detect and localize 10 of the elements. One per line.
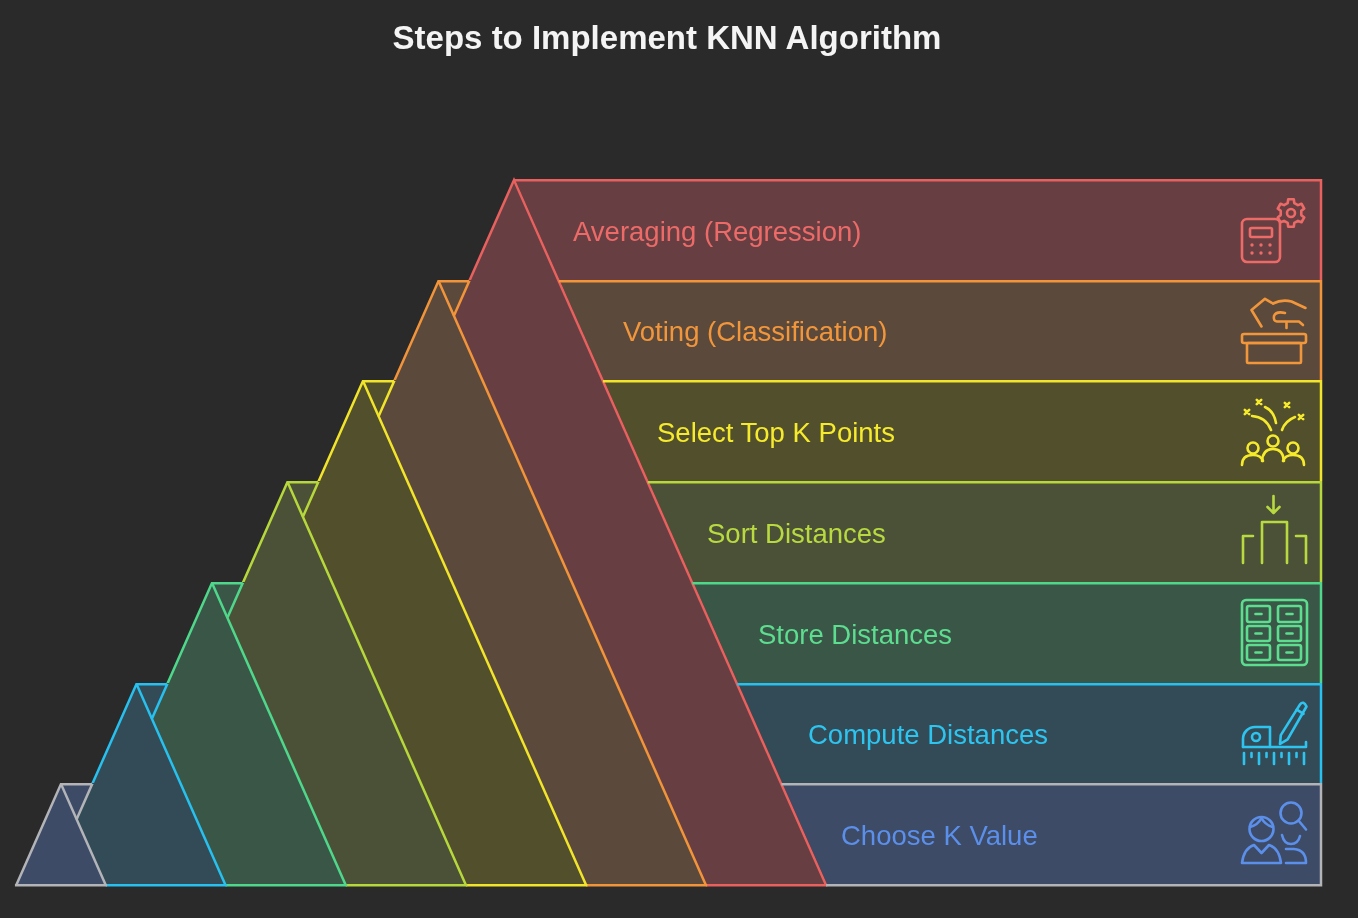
step-label: Store Distances <box>758 617 953 650</box>
step-label: Choose K Value <box>841 818 1038 851</box>
diagram-title: Steps to Implement KNN Algorithm <box>392 18 942 58</box>
step-label: Compute Distances <box>808 717 1048 751</box>
step-label: Sort Distances <box>707 516 886 549</box>
step-label: Averaging (Regression) <box>573 214 862 247</box>
step-band <box>13 783 1324 887</box>
step-label: Select Top K Points <box>657 415 895 448</box>
step-label: Voting (Classification) <box>623 314 888 348</box>
step-band <box>467 176 1324 280</box>
